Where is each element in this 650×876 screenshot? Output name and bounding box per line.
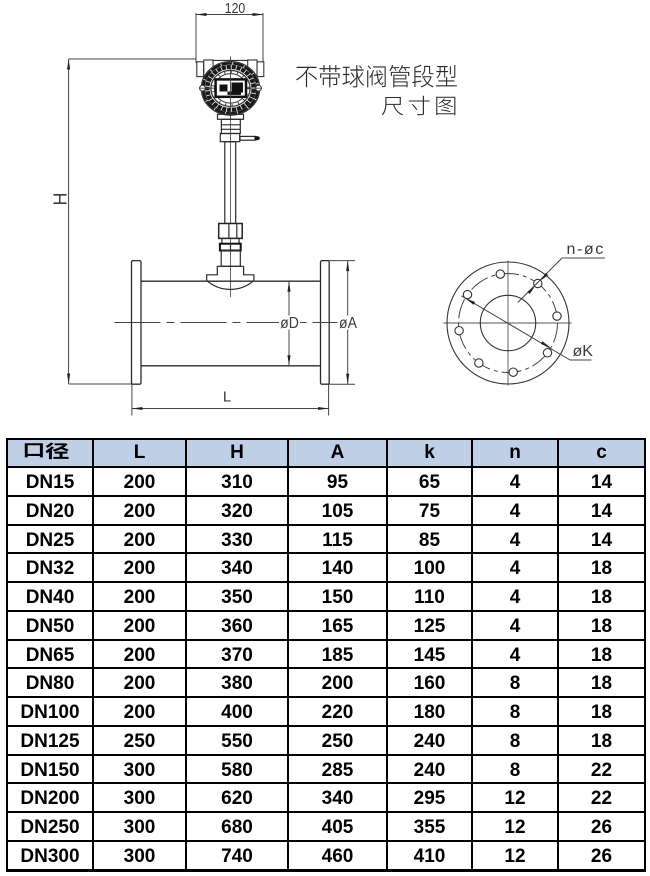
- svg-text:n-øc: n-øc: [567, 241, 605, 258]
- svg-text:øD: øD: [280, 314, 299, 332]
- svg-text:øK: øK: [573, 343, 594, 360]
- svg-text:øA: øA: [339, 314, 358, 332]
- svg-text:H: H: [50, 193, 70, 206]
- svg-text:L: L: [223, 389, 231, 406]
- svg-text:120: 120: [225, 0, 246, 16]
